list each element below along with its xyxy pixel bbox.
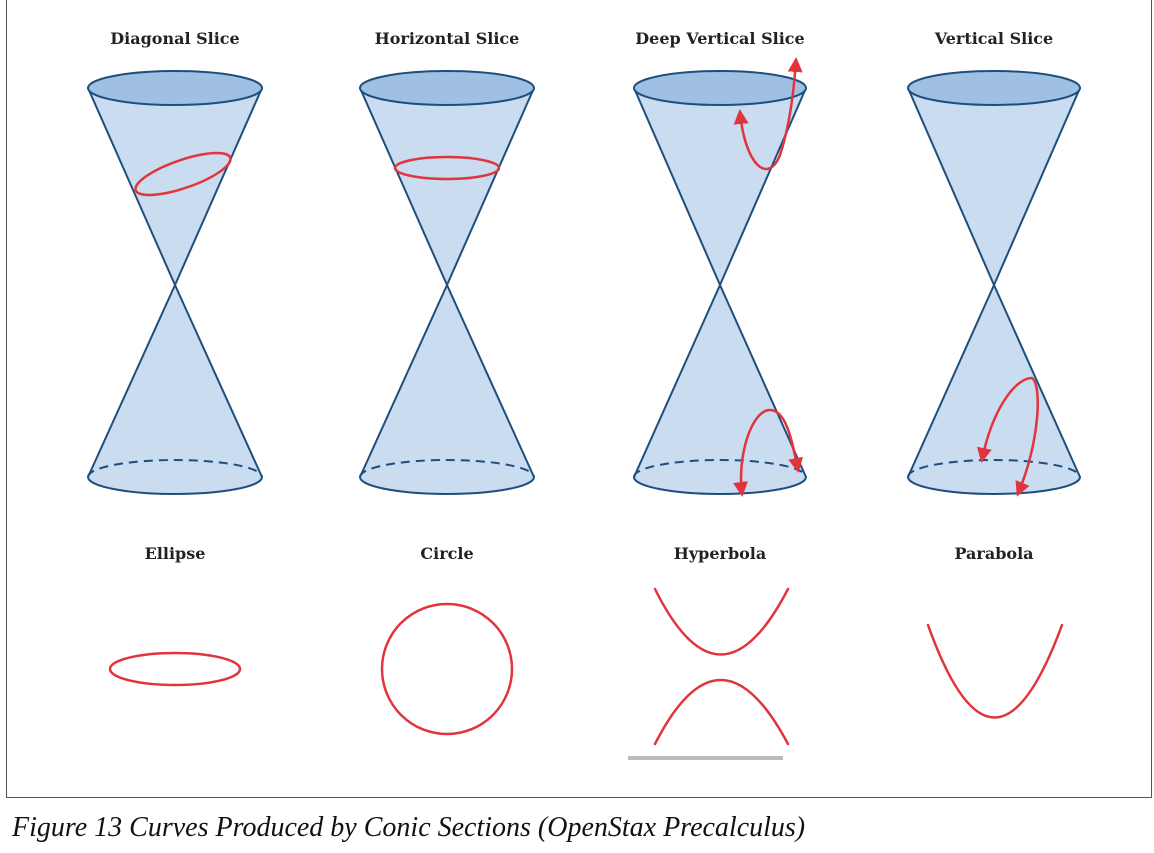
conic-sections-diagram: Diagonal Slice Horizontal Slice Deep Ver… [87, 29, 1081, 760]
curve-name-parabola: Parabola [954, 544, 1033, 563]
double-cone-horizontal [359, 70, 535, 495]
slice-title-diagonal: Diagonal Slice [110, 29, 239, 48]
circle-curve [380, 602, 514, 736]
hyperbola-upper-arrow [733, 57, 803, 170]
hyperbola-lower-arrow [733, 408, 804, 497]
cropped-source-caption [628, 756, 783, 760]
parabola-arrow [977, 376, 1039, 497]
ellipse-curve [108, 651, 242, 687]
parabola-curve [926, 623, 1064, 719]
double-cone-vertical [907, 70, 1081, 497]
figure-caption: Figure 13 Curves Produced by Conic Secti… [12, 812, 806, 843]
curve-name-ellipse: Ellipse [145, 544, 206, 563]
curve-name-circle: Circle [420, 544, 473, 563]
double-cone-deep-vertical [633, 57, 807, 497]
double-cone-diagonal [87, 70, 263, 495]
slice-title-horizontal: Horizontal Slice [375, 29, 520, 48]
ellipse-slice [134, 151, 232, 197]
hyperbola-upper-branch [653, 587, 790, 656]
figure-frame [6, 0, 1152, 798]
curve-name-hyperbola: Hyperbola [674, 544, 767, 563]
slice-title-vertical: Vertical Slice [934, 29, 1053, 48]
hyperbola-lower-branch [653, 678, 790, 746]
slice-title-deep-vertical: Deep Vertical Slice [635, 29, 804, 48]
circle-slice [393, 155, 501, 181]
